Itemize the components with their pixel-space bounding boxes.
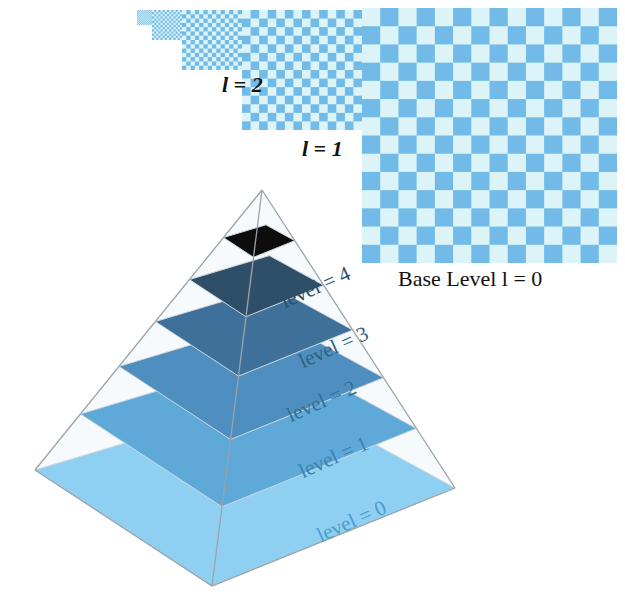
pyramid-edge bbox=[212, 190, 262, 586]
mipmap-boards bbox=[137, 8, 617, 263]
pyramid-edge bbox=[35, 470, 455, 586]
pyramid-edge bbox=[35, 190, 262, 470]
checkerboard bbox=[242, 10, 362, 130]
pyramid bbox=[35, 190, 455, 586]
checkerboard bbox=[137, 10, 152, 25]
checkerboard bbox=[182, 10, 242, 70]
level-label: l = 2 bbox=[222, 74, 263, 96]
base-level-label: Base Level l = 0 bbox=[398, 268, 542, 290]
checkerboard bbox=[152, 10, 182, 40]
checkerboard bbox=[362, 8, 617, 263]
pyramid-layer bbox=[223, 225, 294, 257]
level-label: l = 1 bbox=[302, 138, 343, 160]
pyramid-edge bbox=[262, 190, 455, 488]
